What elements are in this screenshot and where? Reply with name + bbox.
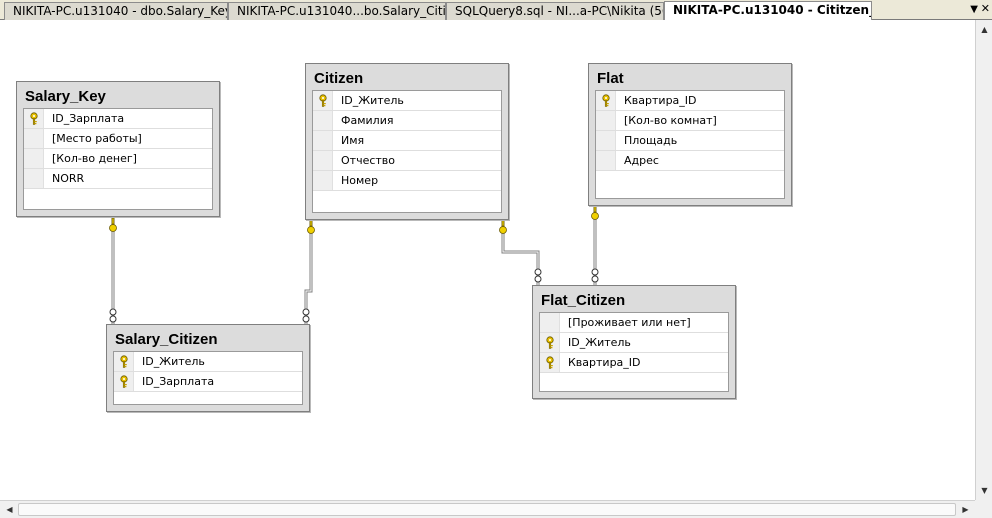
primary-key-icon — [119, 375, 129, 388]
column-name: Номер — [341, 174, 379, 187]
table-title: Citizen — [314, 70, 364, 87]
row-selector[interactable] — [313, 91, 333, 110]
column-row[interactable]: [Кол-во комнат] — [596, 111, 784, 131]
column-row[interactable]: ID_Житель — [313, 91, 501, 111]
row-selector[interactable] — [313, 171, 333, 190]
column-name: [Кол-во денег] — [52, 152, 137, 165]
horizontal-scrollbar[interactable]: ◀ ▶ — [0, 500, 975, 518]
relationship-line-citizen-flatcitizen — [501, 220, 540, 285]
column-row[interactable]: Адрес — [596, 151, 784, 171]
table-title: Salary_Key — [25, 88, 106, 105]
column-name: ID_Зарплата — [142, 375, 215, 388]
column-row[interactable]: Фамилия — [313, 111, 501, 131]
row-selector[interactable] — [540, 333, 560, 352]
vertical-scrollbar[interactable]: ▲ ▼ — [975, 20, 992, 500]
infinity-icon — [109, 268, 599, 323]
row-selector[interactable] — [24, 149, 44, 168]
horizontal-scroll-thumb[interactable] — [18, 503, 956, 516]
column-row[interactable]: ID_Житель — [114, 352, 302, 372]
scroll-down-icon[interactable]: ▼ — [981, 486, 988, 495]
column-row[interactable]: [Кол-во денег] — [24, 149, 212, 169]
tab-salary-citizen[interactable]: NIKITA-PC.u131040...bo.Salary_Citizen — [228, 2, 446, 20]
row-selector[interactable] — [24, 169, 44, 188]
column-name: Отчество — [341, 154, 396, 167]
row-selector[interactable] — [24, 129, 44, 148]
column-name: Площадь — [624, 134, 678, 147]
row-selector[interactable] — [540, 313, 560, 332]
column-name: [Место работы] — [52, 132, 142, 145]
tab-sql-query[interactable]: SQLQuery8.sql - NI...a-PC\Nikita (56))* — [446, 2, 664, 20]
column-row[interactable]: [Проживает или нет] — [540, 313, 728, 333]
column-row[interactable]: ID_Зарплата — [114, 372, 302, 392]
column-row[interactable]: ID_Зарплата — [24, 109, 212, 129]
document-tab-strip: NIKITA-PC.u131040 - dbo.Salary_Key NIKIT… — [0, 0, 992, 20]
primary-key-icon — [545, 336, 555, 349]
column-list: ID_Зарплата [Место работы] [Кол-во денег] N… — [23, 108, 213, 210]
row-selector[interactable] — [114, 352, 134, 371]
tab-list-dropdown-icon[interactable]: ▼ — [970, 4, 978, 15]
tab-citizen-flat[interactable]: NIKITA-PC.u131040 - Cititzen_Flat* — [664, 1, 872, 20]
column-name: Адрес — [624, 154, 659, 167]
column-name: Фамилия — [341, 114, 394, 127]
column-name: NORR — [52, 172, 85, 185]
column-row[interactable]: Имя — [313, 131, 501, 151]
column-name: ID_Житель — [341, 94, 404, 107]
row-selector[interactable] — [540, 353, 560, 372]
row-selector[interactable] — [24, 109, 44, 128]
table-title: Flat_Citizen — [541, 292, 626, 309]
row-selector[interactable] — [313, 131, 333, 150]
primary-key-icon — [29, 112, 39, 125]
column-row[interactable]: Отчество — [313, 151, 501, 171]
row-selector[interactable] — [313, 151, 333, 170]
column-name: ID_Зарплата — [52, 112, 125, 125]
row-selector[interactable] — [114, 372, 134, 391]
scroll-right-icon[interactable]: ▶ — [962, 505, 969, 514]
column-name: [Кол-во комнат] — [624, 114, 717, 127]
row-selector[interactable] — [596, 131, 616, 150]
column-name: ID_Житель — [568, 336, 631, 349]
scrollbar-corner — [975, 500, 992, 518]
scroll-left-icon[interactable]: ◀ — [6, 505, 13, 514]
row-selector[interactable] — [313, 111, 333, 130]
scroll-up-icon[interactable]: ▲ — [981, 25, 988, 34]
column-row[interactable]: [Место работы] — [24, 129, 212, 149]
table-title: Flat — [597, 70, 624, 87]
column-row[interactable]: ID_Житель — [540, 333, 728, 353]
primary-key-icon — [545, 356, 555, 369]
row-selector[interactable] — [596, 111, 616, 130]
primary-key-icon — [318, 94, 328, 107]
table-salary-key[interactable]: Salary_Key ID_Зарплата [Место работы] [Кол… — [16, 81, 220, 217]
column-name: ID_Житель — [142, 355, 205, 368]
column-name: Квартира_ID — [568, 356, 641, 369]
close-tab-icon[interactable]: ✕ — [980, 2, 990, 15]
column-row[interactable]: Площадь — [596, 131, 784, 151]
row-selector[interactable] — [596, 151, 616, 170]
column-name: [Проживает или нет] — [568, 316, 691, 329]
column-row[interactable]: Номер — [313, 171, 501, 191]
table-flat-citizen[interactable]: Flat_Citizen [Проживает или нет] ID_Жител… — [532, 285, 736, 399]
column-row[interactable]: Квартира_ID — [540, 353, 728, 373]
row-selector[interactable] — [596, 91, 616, 110]
column-name: Имя — [341, 134, 365, 147]
column-row[interactable]: NORR — [24, 169, 212, 189]
column-name: Квартира_ID — [624, 94, 697, 107]
primary-key-icon — [119, 355, 129, 368]
relationship-line-citizen-salarycitizen — [304, 220, 313, 324]
column-row[interactable]: Квартира_ID — [596, 91, 784, 111]
table-title: Salary_Citizen — [115, 331, 218, 348]
primary-key-icon — [601, 94, 611, 107]
tab-salary-key[interactable]: NIKITA-PC.u131040 - dbo.Salary_Key — [4, 2, 228, 20]
